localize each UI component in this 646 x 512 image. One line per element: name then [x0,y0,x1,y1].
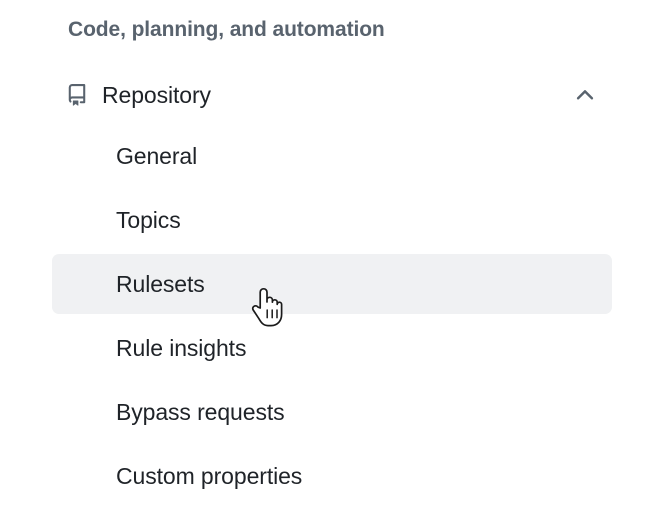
nav-item-rulesets[interactable]: Rulesets [0,254,646,318]
nav-item-label: Topics [116,207,181,233]
nav-group-label: Repository [102,82,211,108]
nav-item-label: Rule insights [116,335,247,361]
nav-item-rule-insights-inner[interactable]: Rule insights [52,318,612,378]
nav-item-label: General [116,143,198,169]
nav-item-bypass-requests-inner[interactable]: Bypass requests [52,382,612,442]
nav-item-label: Rulesets [116,271,205,297]
nav-item-rule-insights[interactable]: Rule insights [0,318,646,382]
nav-item-list: General Topics Rulesets Rule insights By… [0,126,646,510]
repo-book-icon [66,84,88,106]
nav-group-repository[interactable]: Repository [52,72,612,118]
nav-item-general-inner[interactable]: General [52,126,612,186]
nav-item-topics[interactable]: Topics [0,190,646,254]
nav-item-general[interactable]: General [0,126,646,190]
nav-item-custom-properties[interactable]: Custom properties [0,446,646,510]
nav-item-rulesets-inner[interactable]: Rulesets [52,254,612,314]
nav-item-custom-properties-inner[interactable]: Custom properties [52,446,612,506]
nav-item-bypass-requests[interactable]: Bypass requests [0,382,646,446]
nav-item-label: Custom properties [116,463,303,489]
chevron-up-icon[interactable] [572,82,598,108]
nav-item-topics-inner[interactable]: Topics [52,190,612,250]
section-heading: Code, planning, and automation [68,18,385,41]
nav-item-label: Bypass requests [116,399,285,425]
